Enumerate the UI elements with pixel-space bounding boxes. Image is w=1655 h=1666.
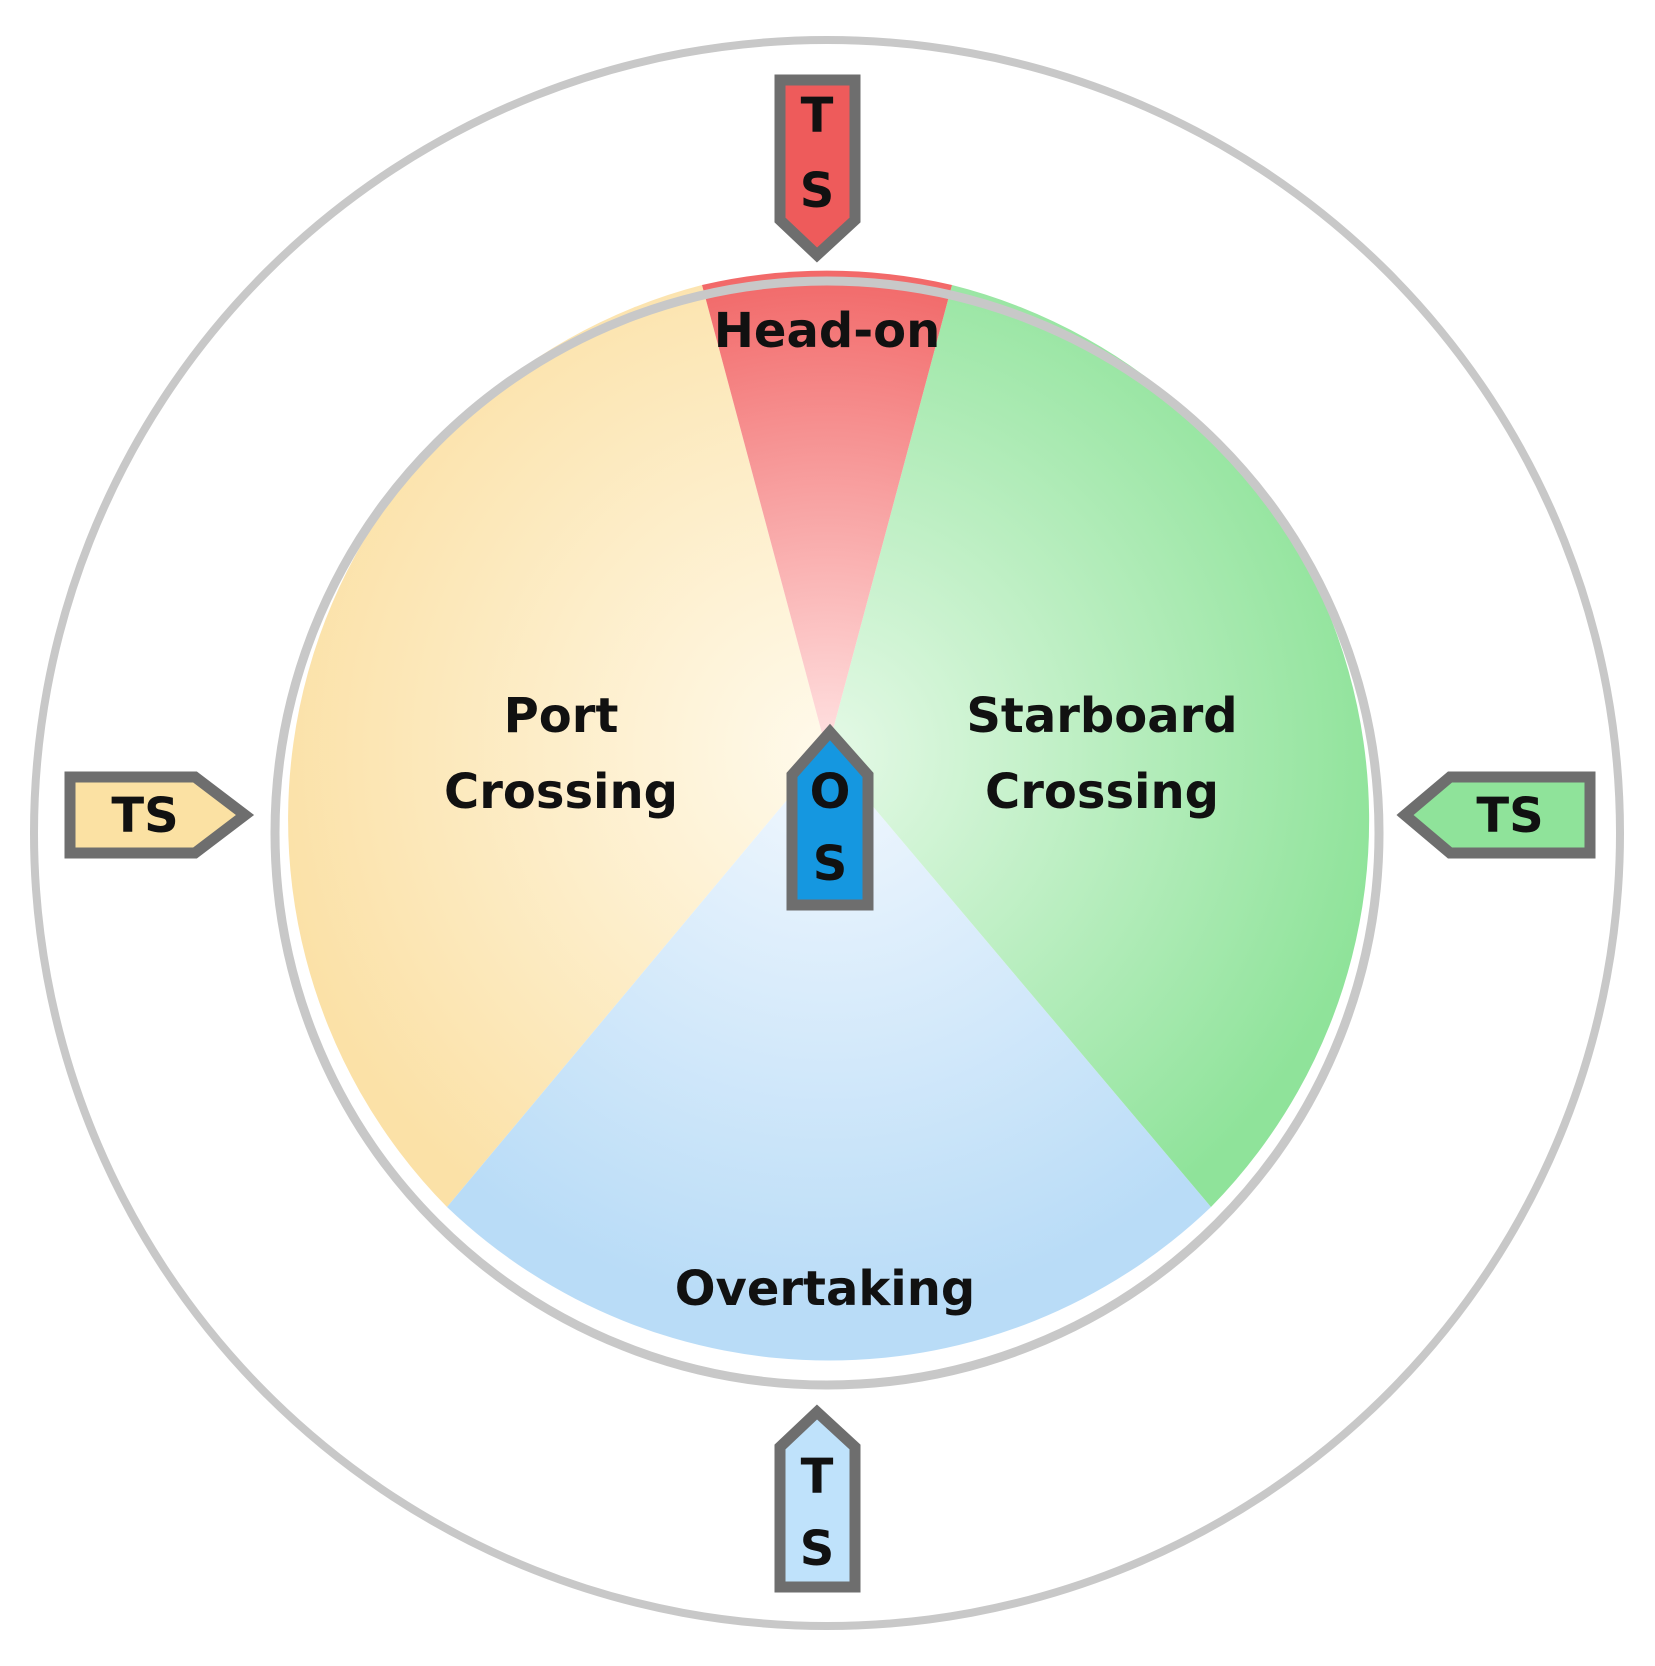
label-head-on: Head-on xyxy=(714,303,941,359)
encounter-sectors xyxy=(288,270,1370,1361)
own-ship: O S xyxy=(786,723,874,911)
target-ship-top-letter-2: S xyxy=(800,163,835,219)
sector-port-crossing xyxy=(288,285,828,1207)
inner-sector-ring xyxy=(270,276,1384,1390)
arrow-up-ship-icon xyxy=(774,1404,861,1593)
target-ship-right-label: TS xyxy=(1476,788,1543,844)
sector-overtaking xyxy=(447,752,1211,1361)
target-ship-bottom: T S xyxy=(774,1404,861,1593)
label-starboard-crossing-line2: Crossing xyxy=(985,764,1219,820)
own-ship-letter-2: S xyxy=(813,836,848,892)
target-ship-right: TS xyxy=(1396,771,1596,859)
target-ship-left: TS xyxy=(64,771,255,859)
target-ship-bottom-letter-1: T xyxy=(801,1449,834,1505)
arrow-down-ship-icon xyxy=(774,74,861,263)
outer-range-ring xyxy=(30,36,1624,1630)
own-ship-letter-1: O xyxy=(810,764,851,820)
own-ship-icon xyxy=(786,723,874,911)
label-port-crossing-line2: Crossing xyxy=(444,764,678,820)
sector-head-on xyxy=(702,270,952,752)
target-ship-top: T S xyxy=(774,74,861,263)
target-ship-top-letter-1: T xyxy=(801,88,834,144)
label-port-crossing-line1: Port xyxy=(504,688,619,744)
target-ship-left-label: TS xyxy=(111,788,178,844)
arrow-right-ship-icon xyxy=(64,771,255,859)
sector-starboard-crossing xyxy=(827,285,1370,1207)
label-overtaking: Overtaking xyxy=(675,1261,976,1317)
arrow-left-ship-icon xyxy=(1396,771,1596,859)
label-starboard-crossing-line1: Starboard xyxy=(966,688,1237,744)
target-ship-bottom-letter-2: S xyxy=(800,1521,835,1577)
